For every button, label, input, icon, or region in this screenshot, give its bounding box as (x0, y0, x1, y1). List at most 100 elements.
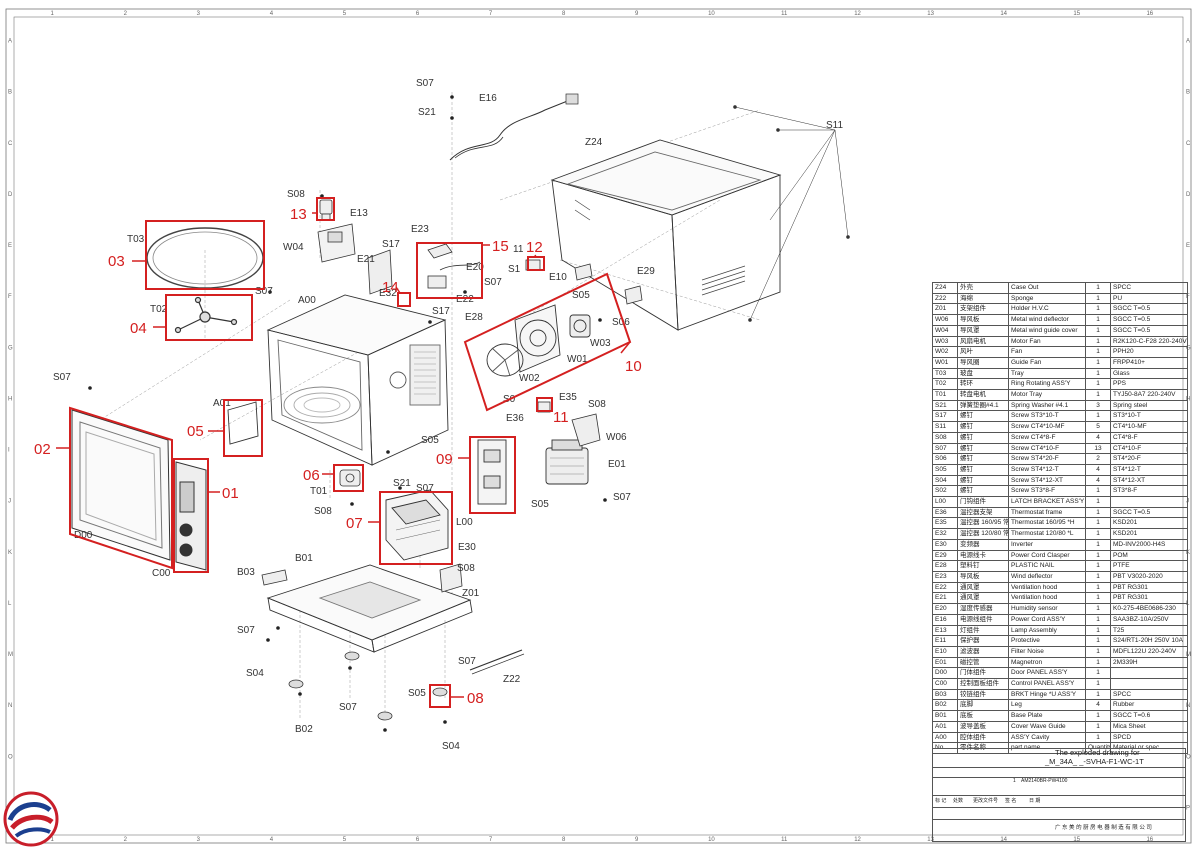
bom-name-cn: 支架组件 (957, 303, 1009, 316)
grid-column-label: 10 (708, 837, 715, 843)
label-E28: E28 (465, 312, 483, 323)
bom-name-cn: 电源线组件 (957, 613, 1009, 626)
bom-part-name: Wind deflector (1008, 570, 1086, 583)
callout-leaders (56, 212, 631, 698)
bom-part-name: Screw ST4*20-F (1008, 453, 1086, 465)
bom-code: L00 (932, 496, 958, 508)
bom-name-cn: 螺钉 (957, 410, 1009, 423)
bom-code: E29 (932, 549, 958, 562)
bom-name-cn: 门钩组件 (957, 496, 1009, 508)
bom-part-name: Thermostat frame (1008, 506, 1086, 519)
bom-qty: 1 (1085, 635, 1111, 647)
label-S05d: S05 (408, 688, 426, 699)
bom-code: A00 (932, 731, 958, 744)
bom-name-cn: 海绵 (957, 292, 1009, 305)
bom-name-cn: 风扇电机 (957, 335, 1009, 348)
metal-wind-deflector (571, 413, 601, 447)
grid-row-label: P (1186, 805, 1190, 811)
holder-hvc (439, 563, 463, 593)
bom-part-name: Screw CT4*10-MF (1008, 421, 1086, 433)
bom-part-name: Holder H.V.C (1008, 303, 1086, 316)
hinge-bracket (261, 569, 288, 586)
bom-name-cn: 滤波器 (957, 645, 1009, 658)
label-11: 11 (513, 244, 524, 255)
box-14 (397, 292, 411, 307)
bom-code: B01 (932, 710, 958, 722)
bom-name-cn: 门体组件 (957, 667, 1009, 680)
label-E01: E01 (608, 459, 626, 470)
label-A01: A01 (213, 398, 231, 409)
bom-material: K0-275-4BE0686-230 (1110, 603, 1188, 615)
bom-code: W03 (932, 335, 958, 348)
bom-part-name: Control PANEL ASS'Y (1008, 678, 1086, 690)
bom-material: PBT RG301 (1110, 592, 1188, 605)
bom-part-name: Cover Wave Guide (1008, 720, 1086, 733)
bom-code: E28 (932, 560, 958, 572)
callout-11: 11 (553, 409, 569, 426)
bom-material: R2K120-C-F28 220-240V 50Hz (1110, 335, 1188, 348)
grid-row-label: O (8, 754, 13, 760)
bom-part-name: Base Plate (1008, 710, 1086, 722)
callout-08: 08 (467, 690, 484, 707)
callout-12: 12 (526, 239, 543, 256)
label-S07f: S07 (613, 492, 631, 503)
callout-03: 03 (108, 253, 125, 270)
bom-name-cn: 通风罩 (957, 592, 1009, 605)
grid-column-label: 9 (635, 837, 639, 843)
bom-code: B02 (932, 699, 958, 712)
box-05 (223, 399, 263, 457)
bom-material: PPH20 (1110, 346, 1188, 358)
title-code: AM2140BR-PW4100 (1021, 778, 1068, 784)
callout-05: 05 (187, 423, 204, 440)
bom-part-name: Thermostat 160/95 *H (1008, 517, 1086, 530)
bom-qty: 13 (1085, 442, 1111, 455)
bom-qty: 1 (1085, 410, 1111, 423)
bom-material (1110, 667, 1188, 680)
bom-part-name: Screw ST4*12-T (1008, 463, 1086, 476)
box-04 (165, 294, 253, 341)
bom-material: CT4*10-F (1110, 442, 1188, 455)
bom-qty: 1 (1085, 581, 1111, 594)
grid-row-label: N (1186, 703, 1190, 709)
bom-code: E36 (932, 506, 958, 519)
bom-code: S08 (932, 431, 958, 444)
bom-qty: 1 (1085, 710, 1111, 722)
label-E20: E20 (466, 262, 484, 273)
company-logo (3, 791, 59, 847)
bom-material: CT4*8-F (1110, 431, 1188, 444)
rotating-ring (174, 296, 238, 334)
bom-material: PBT V3020-2020 (1110, 570, 1188, 583)
sponge (469, 649, 523, 671)
callout-15: 15 (492, 238, 509, 255)
grid-column-label: 8 (562, 837, 566, 843)
bom-qty: 5 (1085, 421, 1111, 433)
callout-13: 13 (290, 206, 307, 223)
bom-part-name: Tray (1008, 367, 1086, 380)
label-D00: D00 (74, 530, 93, 541)
label-S21: S21 (418, 107, 436, 118)
bom-name-cn: 转环 (957, 378, 1009, 391)
title-line-1: The exploded drawing for (1055, 748, 1140, 757)
outer-case (550, 139, 782, 331)
label-S21b: S21 (393, 478, 411, 489)
bom-qty: 1 (1085, 378, 1111, 391)
grid-row-label: D (8, 192, 13, 198)
bom-qty: 1 (1085, 324, 1111, 337)
bom-code: D00 (932, 667, 958, 680)
label-T03: T03 (127, 234, 145, 245)
bom-code: Z01 (932, 303, 958, 316)
bom-material: PPS (1110, 378, 1188, 391)
bom-material: TYJ50-8A7 220-240V (1110, 389, 1188, 401)
title-num: 1 (1013, 778, 1016, 784)
bom-part-name: Screw ST3*8-F (1008, 485, 1086, 498)
bom-name-cn: 保护器 (957, 635, 1009, 647)
